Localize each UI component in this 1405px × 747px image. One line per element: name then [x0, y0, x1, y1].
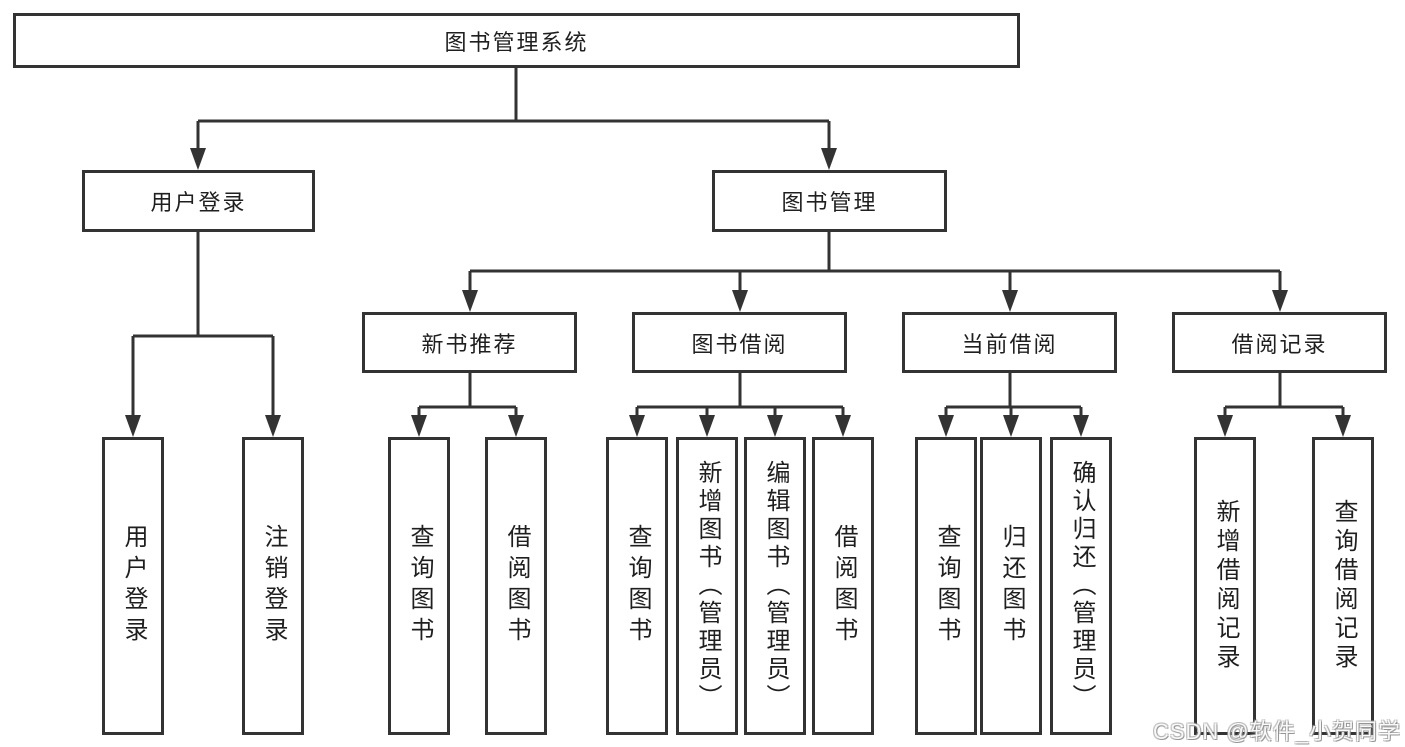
leaf-logout: 注销登录	[242, 437, 304, 735]
leaf-borrow-book-borrowing: 借阅图书	[812, 437, 874, 735]
leaf-borrow-book-recommend: 借阅图书	[485, 437, 547, 735]
node-book-borrowing: 图书借阅	[632, 312, 847, 373]
leaf-add-borrow-record: 新增借阅记录	[1194, 437, 1256, 735]
leaf-user-login: 用户登录	[102, 437, 164, 735]
leaf-edit-book-admin: 编辑图书（管理员）	[744, 437, 806, 735]
leaf-add-book-admin: 新增图书（管理员）	[676, 437, 738, 735]
csdn-watermark: CSDN @软件_小贺同学	[1152, 719, 1401, 744]
leaf-query-book-borrowing: 查询图书	[606, 437, 668, 735]
node-book-management: 图书管理	[712, 170, 947, 232]
node-root-library-system: 图书管理系统	[13, 13, 1020, 68]
node-borrow-records: 借阅记录	[1172, 312, 1387, 373]
leaf-query-book-current: 查询图书	[915, 437, 977, 735]
node-current-borrowing: 当前借阅	[902, 312, 1117, 373]
leaf-query-book-recommend: 查询图书	[388, 437, 450, 735]
leaf-return-book: 归还图书	[980, 437, 1042, 735]
leaf-confirm-return-admin: 确认归还（管理员）	[1050, 437, 1112, 735]
node-new-book-recommend: 新书推荐	[362, 312, 577, 373]
arrowhead-icons	[125, 148, 1351, 437]
leaf-query-borrow-record: 查询借阅记录	[1312, 437, 1374, 735]
node-user-login: 用户登录	[82, 170, 315, 232]
